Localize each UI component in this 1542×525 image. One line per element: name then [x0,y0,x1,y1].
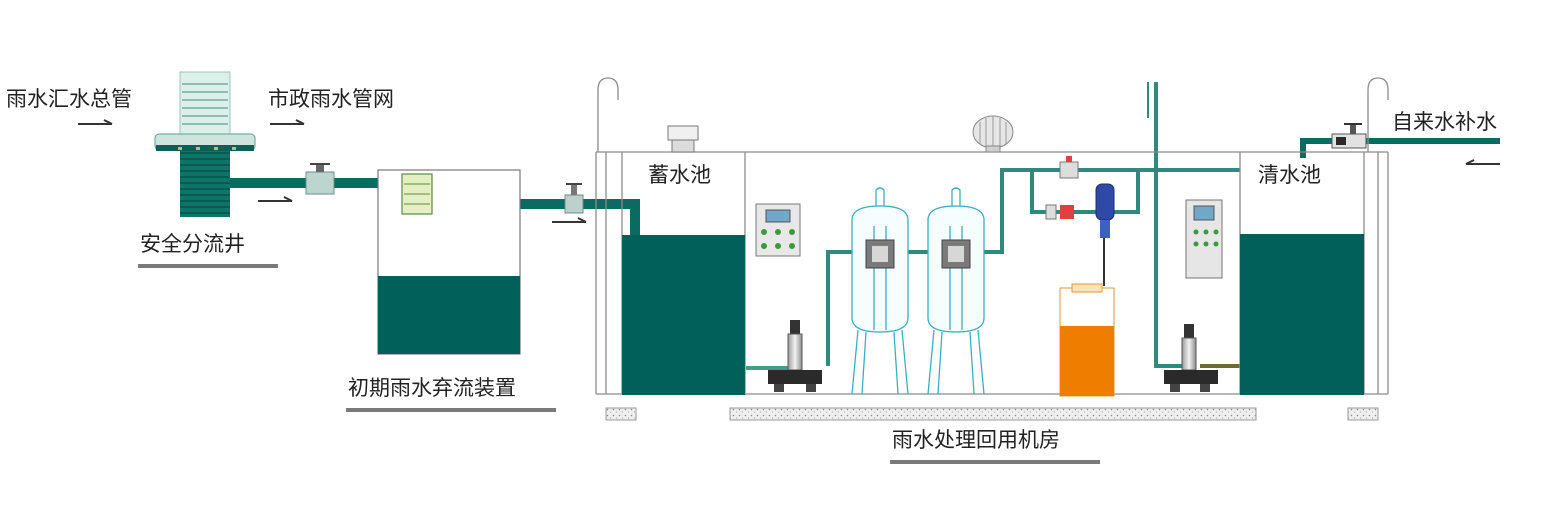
valve-icon [1045,204,1074,220]
filter-tank-icon [927,187,985,395]
municipal-network-label: 市政雨水管网 [268,87,394,111]
storage-tank-label: 蓄水池 [648,163,711,187]
control-panel-icon [1185,199,1223,279]
dosing-pump-icon [1095,183,1115,286]
machine-room-underline [890,460,1100,464]
filter-tank-icon [851,187,909,395]
foundation-left [605,407,637,421]
safety-well [154,71,256,217]
well-body [180,151,230,217]
valve-icon [305,163,335,195]
valve-icon [1059,156,1079,179]
initial-diverter-underline [346,408,556,412]
initial-diverter-label: 初期雨水弃流装置 [348,376,516,400]
tap-water-label: 自来水补水 [1392,110,1497,134]
pump-icon [1164,324,1218,392]
safety-well-underline [138,264,278,268]
roof-hatch [667,125,699,141]
filter-valve-head [865,239,971,269]
foundation-main [729,407,1257,421]
control-panel-icon [755,203,801,257]
valve-icon [564,183,584,214]
initial-rainwater-diverter [377,169,521,355]
diverter-water [378,276,520,354]
storage-tank-water [622,235,745,395]
chemical-tank [1059,283,1115,397]
foundation-right [1347,407,1379,421]
rain-main-pipe-label: 雨水汇水总管 [6,87,132,111]
roof-ventilator-icon [972,115,1014,153]
pump-icon [768,320,822,392]
machine-room-label: 雨水处理回用机房 [892,428,1060,452]
flow-arrow-icon [78,119,1500,223]
safety-well-label: 安全分流井 [140,232,245,256]
clear-tank-label: 清水池 [1258,163,1321,187]
valve-icon [1331,123,1367,149]
clear-tank-water [1240,234,1364,395]
well-top-chamber [179,71,231,135]
